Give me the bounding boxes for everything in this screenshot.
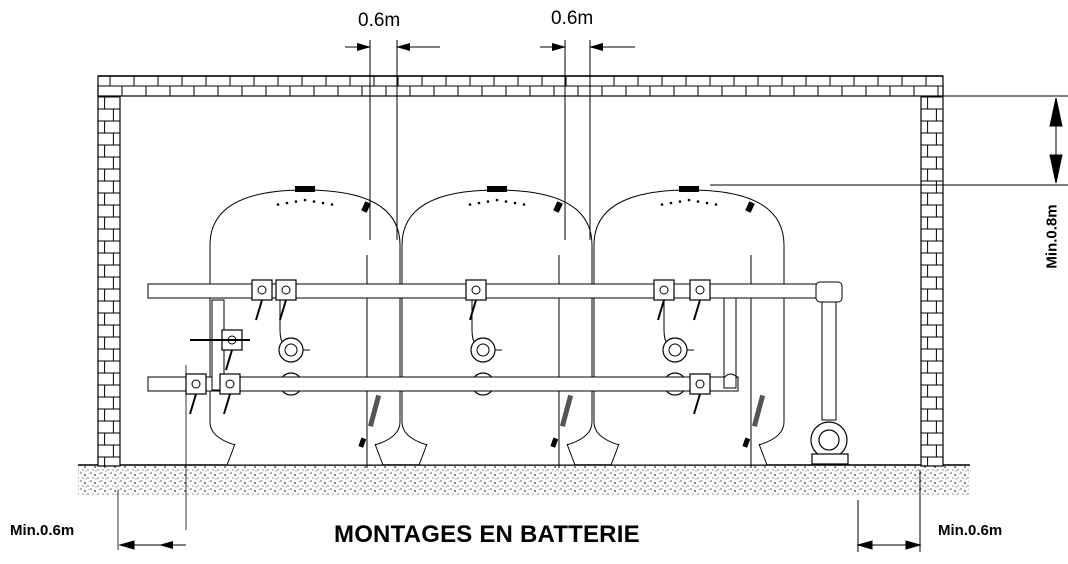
ceiling-brick-wall [97, 75, 944, 97]
dimension-lines [118, 40, 1068, 552]
valve [219, 373, 241, 415]
valve [251, 279, 273, 321]
filter-tank [209, 186, 401, 468]
valve [653, 279, 675, 321]
filter-tank [401, 186, 593, 468]
valve [185, 373, 207, 415]
height-clearance-label: Min.0.8m [1043, 204, 1061, 269]
valves-and-flanges [185, 279, 711, 415]
bottom-right-clearance-label: Min.0.6m [938, 522, 1003, 539]
valve [275, 279, 297, 321]
filter-tank [593, 186, 785, 468]
valve [465, 279, 487, 321]
pump [810, 421, 849, 465]
right-brick-wall [920, 84, 944, 467]
ground-slab [78, 464, 970, 495]
left-brick-wall [97, 84, 121, 467]
bottom-left-clearance-label: Min.0.6m [10, 522, 75, 539]
diagram-caption: MONTAGES EN BATTERIE [334, 521, 640, 548]
valve [689, 373, 711, 415]
top-right-spacing-label: 0.6m [551, 8, 594, 29]
top-left-spacing-label: 0.6m [358, 10, 401, 31]
valve [689, 279, 711, 321]
filter-tanks [209, 186, 785, 468]
